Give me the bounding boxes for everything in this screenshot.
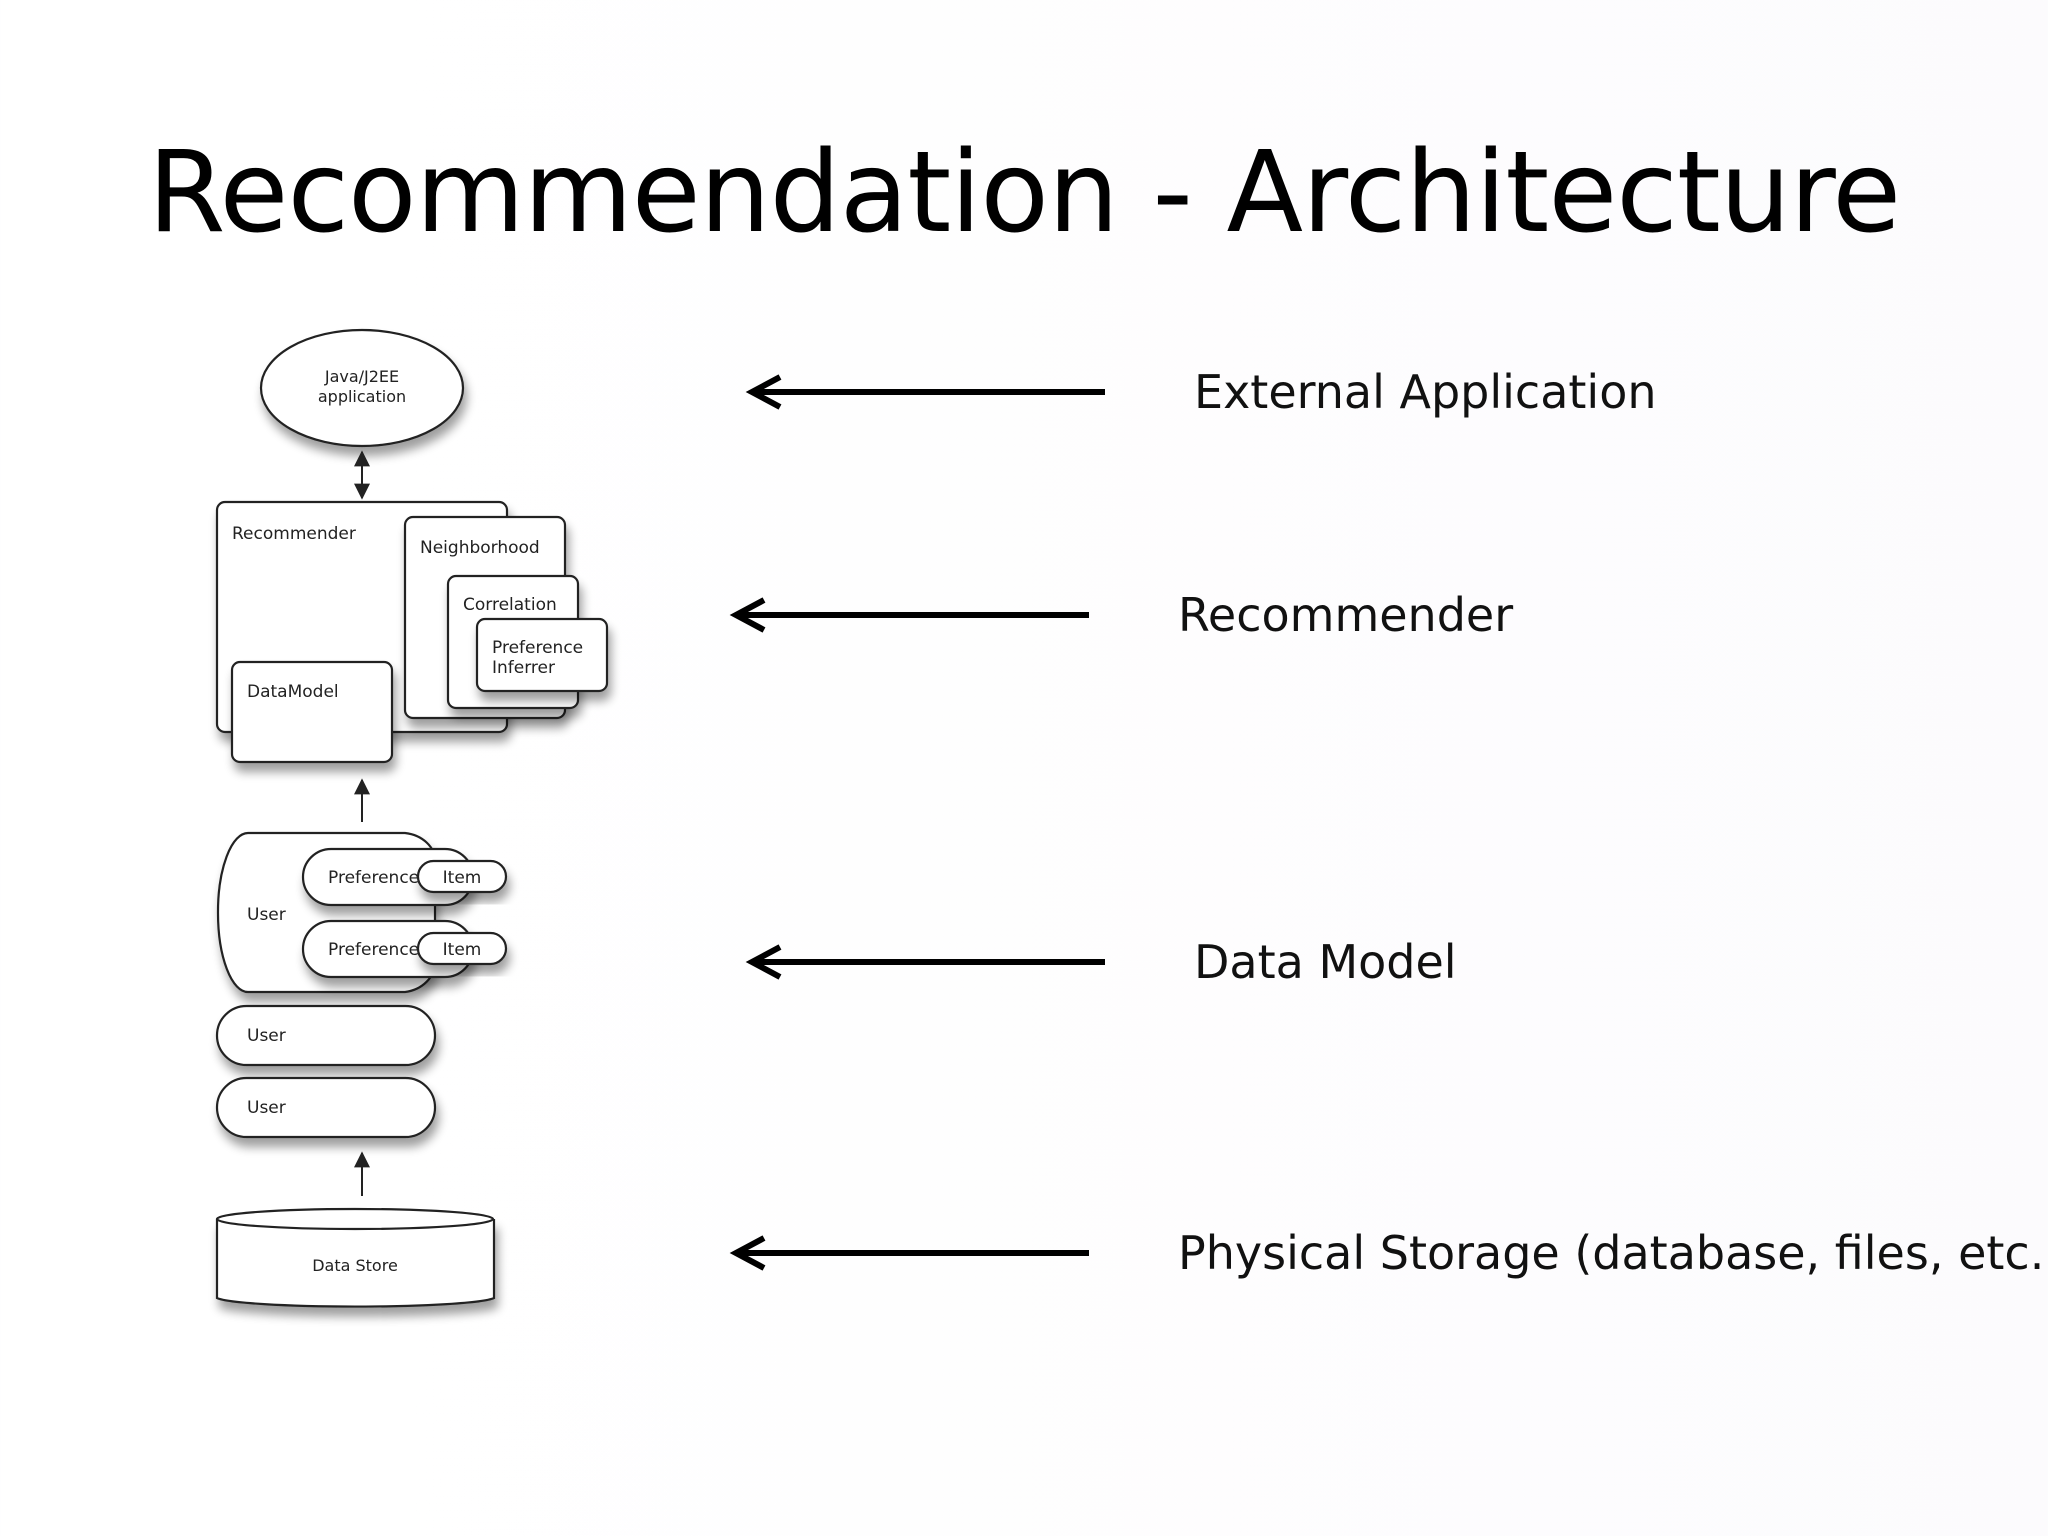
preference-row-1: Preference Item: [301, 847, 508, 907]
neighborhood-label: Neighborhood: [420, 538, 540, 558]
correlation-label: Correlation: [463, 595, 557, 615]
layer-label-physical-storage: Physical Storage (database, files, etc.): [1178, 1226, 2048, 1280]
arrowhead: [745, 944, 782, 980]
datamodel-node: DataModel: [230, 660, 394, 764]
preference-row-2: Preference Item: [301, 919, 508, 979]
external-app-label-line2: application: [318, 387, 406, 406]
data-store-label: Data Store: [312, 1256, 398, 1275]
preference-inferrer-label-line2: Inferrer: [492, 658, 555, 678]
slide-title: Recommendation - Architecture: [147, 128, 1901, 258]
layer-label-external-application: External Application: [1194, 365, 1657, 419]
datamodel-label: DataModel: [247, 682, 339, 702]
layer-label-data-model: Data Model: [1194, 935, 1457, 989]
preference-inferrer-label-line1: Preference: [492, 638, 583, 658]
item-label: Item: [443, 940, 482, 960]
arrowhead: [729, 1235, 766, 1271]
external-app-node: Java/J2EE application: [259, 328, 465, 448]
preference-label: Preference: [328, 940, 419, 960]
arrowhead: [729, 597, 766, 633]
user-label: User: [247, 1026, 286, 1046]
recommender-label: Recommender: [232, 524, 356, 544]
arrowhead: [745, 374, 782, 410]
data-store-node: Data Store: [215, 1207, 496, 1308]
preference-inferrer-node: Preference Inferrer: [475, 617, 609, 693]
user-node: User: [215, 1076, 437, 1139]
user-label: User: [247, 905, 286, 925]
item-label: Item: [443, 868, 482, 888]
layer-label-recommender: Recommender: [1178, 588, 1514, 642]
preference-label: Preference: [328, 868, 419, 888]
external-app-label-line1: Java/J2EE: [324, 367, 399, 386]
user-node: User: [215, 1004, 437, 1067]
user-label: User: [247, 1098, 286, 1118]
